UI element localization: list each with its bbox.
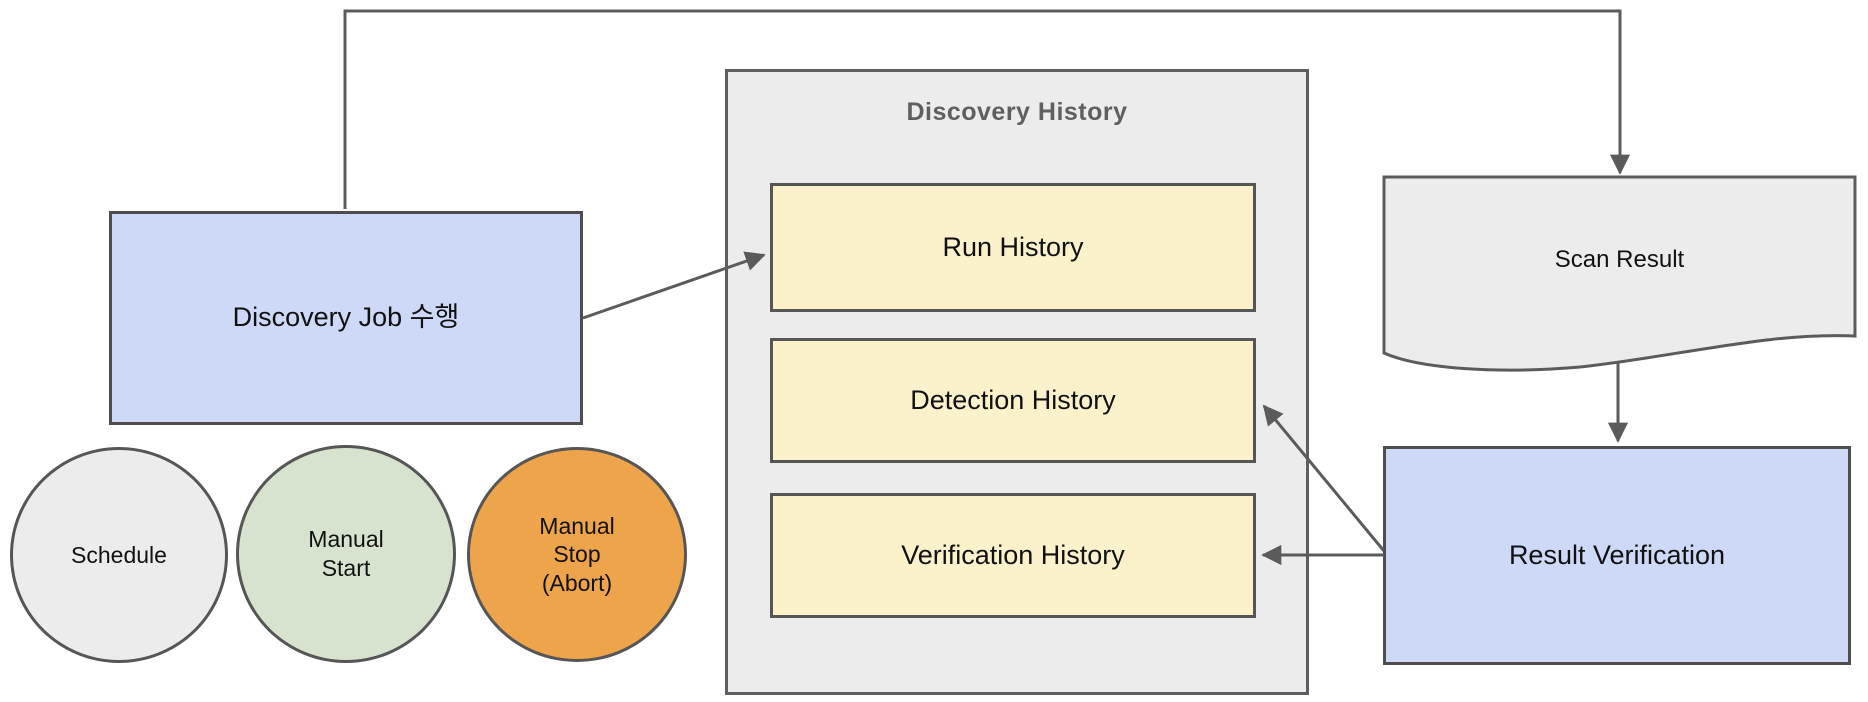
verification-history-node: Verification History [770,493,1256,618]
manual-stop-trigger-node: Manual Stop (Abort) [467,447,687,662]
detection-history-label: Detection History [910,384,1116,415]
schedule-trigger-node: Schedule [10,447,228,663]
discovery-history-title: Discovery History [906,98,1128,126]
run-history-node: Run History [770,183,1256,312]
run-history-label: Run History [942,231,1084,262]
detection-history-node: Detection History [770,338,1256,463]
manual-start-trigger-node: Manual Start [236,445,456,663]
schedule-trigger-label: Schedule [71,541,167,568]
scan-result-node: Scan Result [1383,176,1856,344]
manual-start-trigger-label: Manual Start [308,526,384,581]
result-verification-node: Result Verification [1383,446,1851,665]
scan-result-label: Scan Result [1554,246,1685,273]
verification-history-label: Verification History [901,539,1125,570]
result-verification-label: Result Verification [1508,539,1726,570]
discovery-job-node: Discovery Job 수행 [109,211,583,425]
manual-stop-trigger-label: Manual Stop (Abort) [539,512,615,596]
discovery-job-label: Discovery Job 수행 [232,302,460,333]
